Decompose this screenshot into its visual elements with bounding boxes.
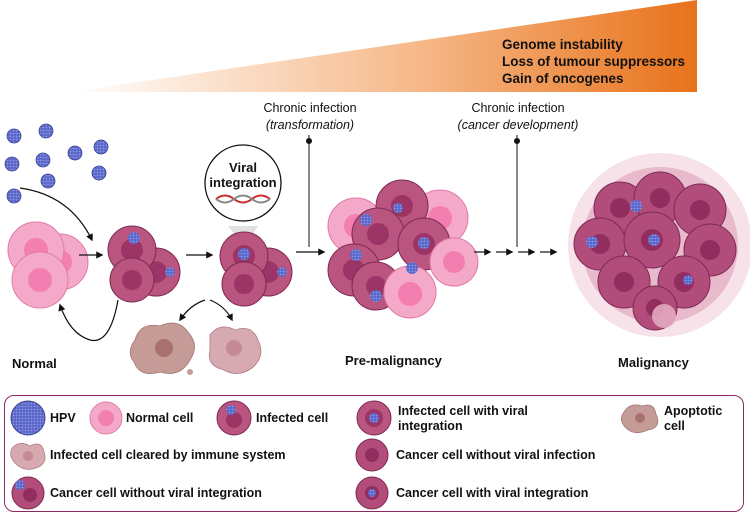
hpv-particle — [93, 139, 109, 155]
legend-cancer-with-integration-label: Cancer cell with viral integration — [396, 486, 589, 500]
hpv-particles — [4, 123, 109, 204]
legend-infected-cell-label: Infected cell — [256, 411, 329, 425]
chronic-infection-1-line1: Chronic infection — [263, 101, 357, 115]
legend-apoptotic-label: Apoptotic cell — [664, 404, 722, 434]
gradient-label-2: Loss of tumour suppressors — [502, 54, 686, 69]
gradient-label-1: Genome instability — [502, 37, 623, 52]
chronic-infection-2-label: Chronic infection (cancer development) — [448, 100, 588, 134]
stage-label-malignancy: Malignancy — [618, 355, 689, 370]
legend-infected-integration-label: Infected cell with viral integration — [398, 404, 528, 434]
legend-normal-cell-label: Normal cell — [126, 411, 194, 425]
hpv-particle — [38, 123, 54, 139]
clearance-return-arrow — [58, 299, 119, 342]
hpv-particle — [35, 152, 51, 168]
pin-head-2 — [514, 138, 520, 144]
apoptosis-arrow-left — [179, 299, 206, 322]
premalignancy-cell-cluster — [327, 179, 479, 319]
progression-gradient-wedge — [70, 0, 697, 92]
chronic-infection-1-line2: (transformation) — [265, 118, 355, 132]
malignancy-cell-cluster — [568, 153, 750, 337]
stage-label-normal: Normal — [12, 356, 57, 371]
legend-cancer-no-infection-label: Cancer cell without viral infection — [396, 448, 596, 462]
legend-infected-integration-line1: Infected cell with viral — [398, 404, 528, 418]
legend-cancer-no-integration-label: Cancer cell without viral integration — [50, 486, 262, 500]
gradient-label-3: Gain of oncogenes — [502, 71, 624, 86]
pin-head-1 — [306, 138, 312, 144]
hpv-particle — [6, 128, 22, 144]
hpv-particle — [91, 165, 107, 181]
normal-cell-cluster — [7, 221, 89, 309]
legend-cleared-icon — [10, 443, 46, 470]
viral-integration-line2: integration — [209, 175, 277, 190]
legend-infected-integration-line2: integration — [398, 419, 463, 433]
stage-label-premalignancy: Pre-malignancy — [345, 353, 442, 368]
infection-arrow — [19, 187, 93, 242]
legend-apoptotic-line2: cell — [664, 419, 685, 433]
hpv-particle — [67, 145, 83, 161]
integrated-cell-cluster — [219, 231, 293, 307]
legend-panel — [4, 395, 744, 512]
cleared-cell-cluster — [208, 326, 262, 374]
viral-integration-line1: Viral — [229, 160, 257, 175]
hpv-particle — [4, 156, 20, 172]
legend-apoptotic-line1: Apoptotic — [664, 404, 723, 418]
chronic-infection-2-line2: (cancer development) — [457, 118, 579, 132]
chronic-infection-2-line1: Chronic infection — [471, 101, 565, 115]
infected-cell-cluster — [107, 225, 181, 303]
apoptosis-arrow-right — [209, 299, 233, 322]
legend-icons — [10, 400, 659, 510]
hpv-particle — [6, 188, 22, 204]
viral-integration-label: Viral integration — [205, 160, 281, 190]
legend-cleared-label: Infected cell cleared by immune system — [50, 448, 286, 462]
chronic-infection-1-label: Chronic infection (transformation) — [250, 100, 370, 134]
legend-hpv-icon — [10, 400, 46, 436]
hpv-particle — [40, 173, 56, 189]
legend-apoptotic-icon — [621, 404, 659, 433]
legend-hpv-label: HPV — [50, 411, 76, 425]
apoptotic-cell-cluster — [129, 322, 195, 375]
